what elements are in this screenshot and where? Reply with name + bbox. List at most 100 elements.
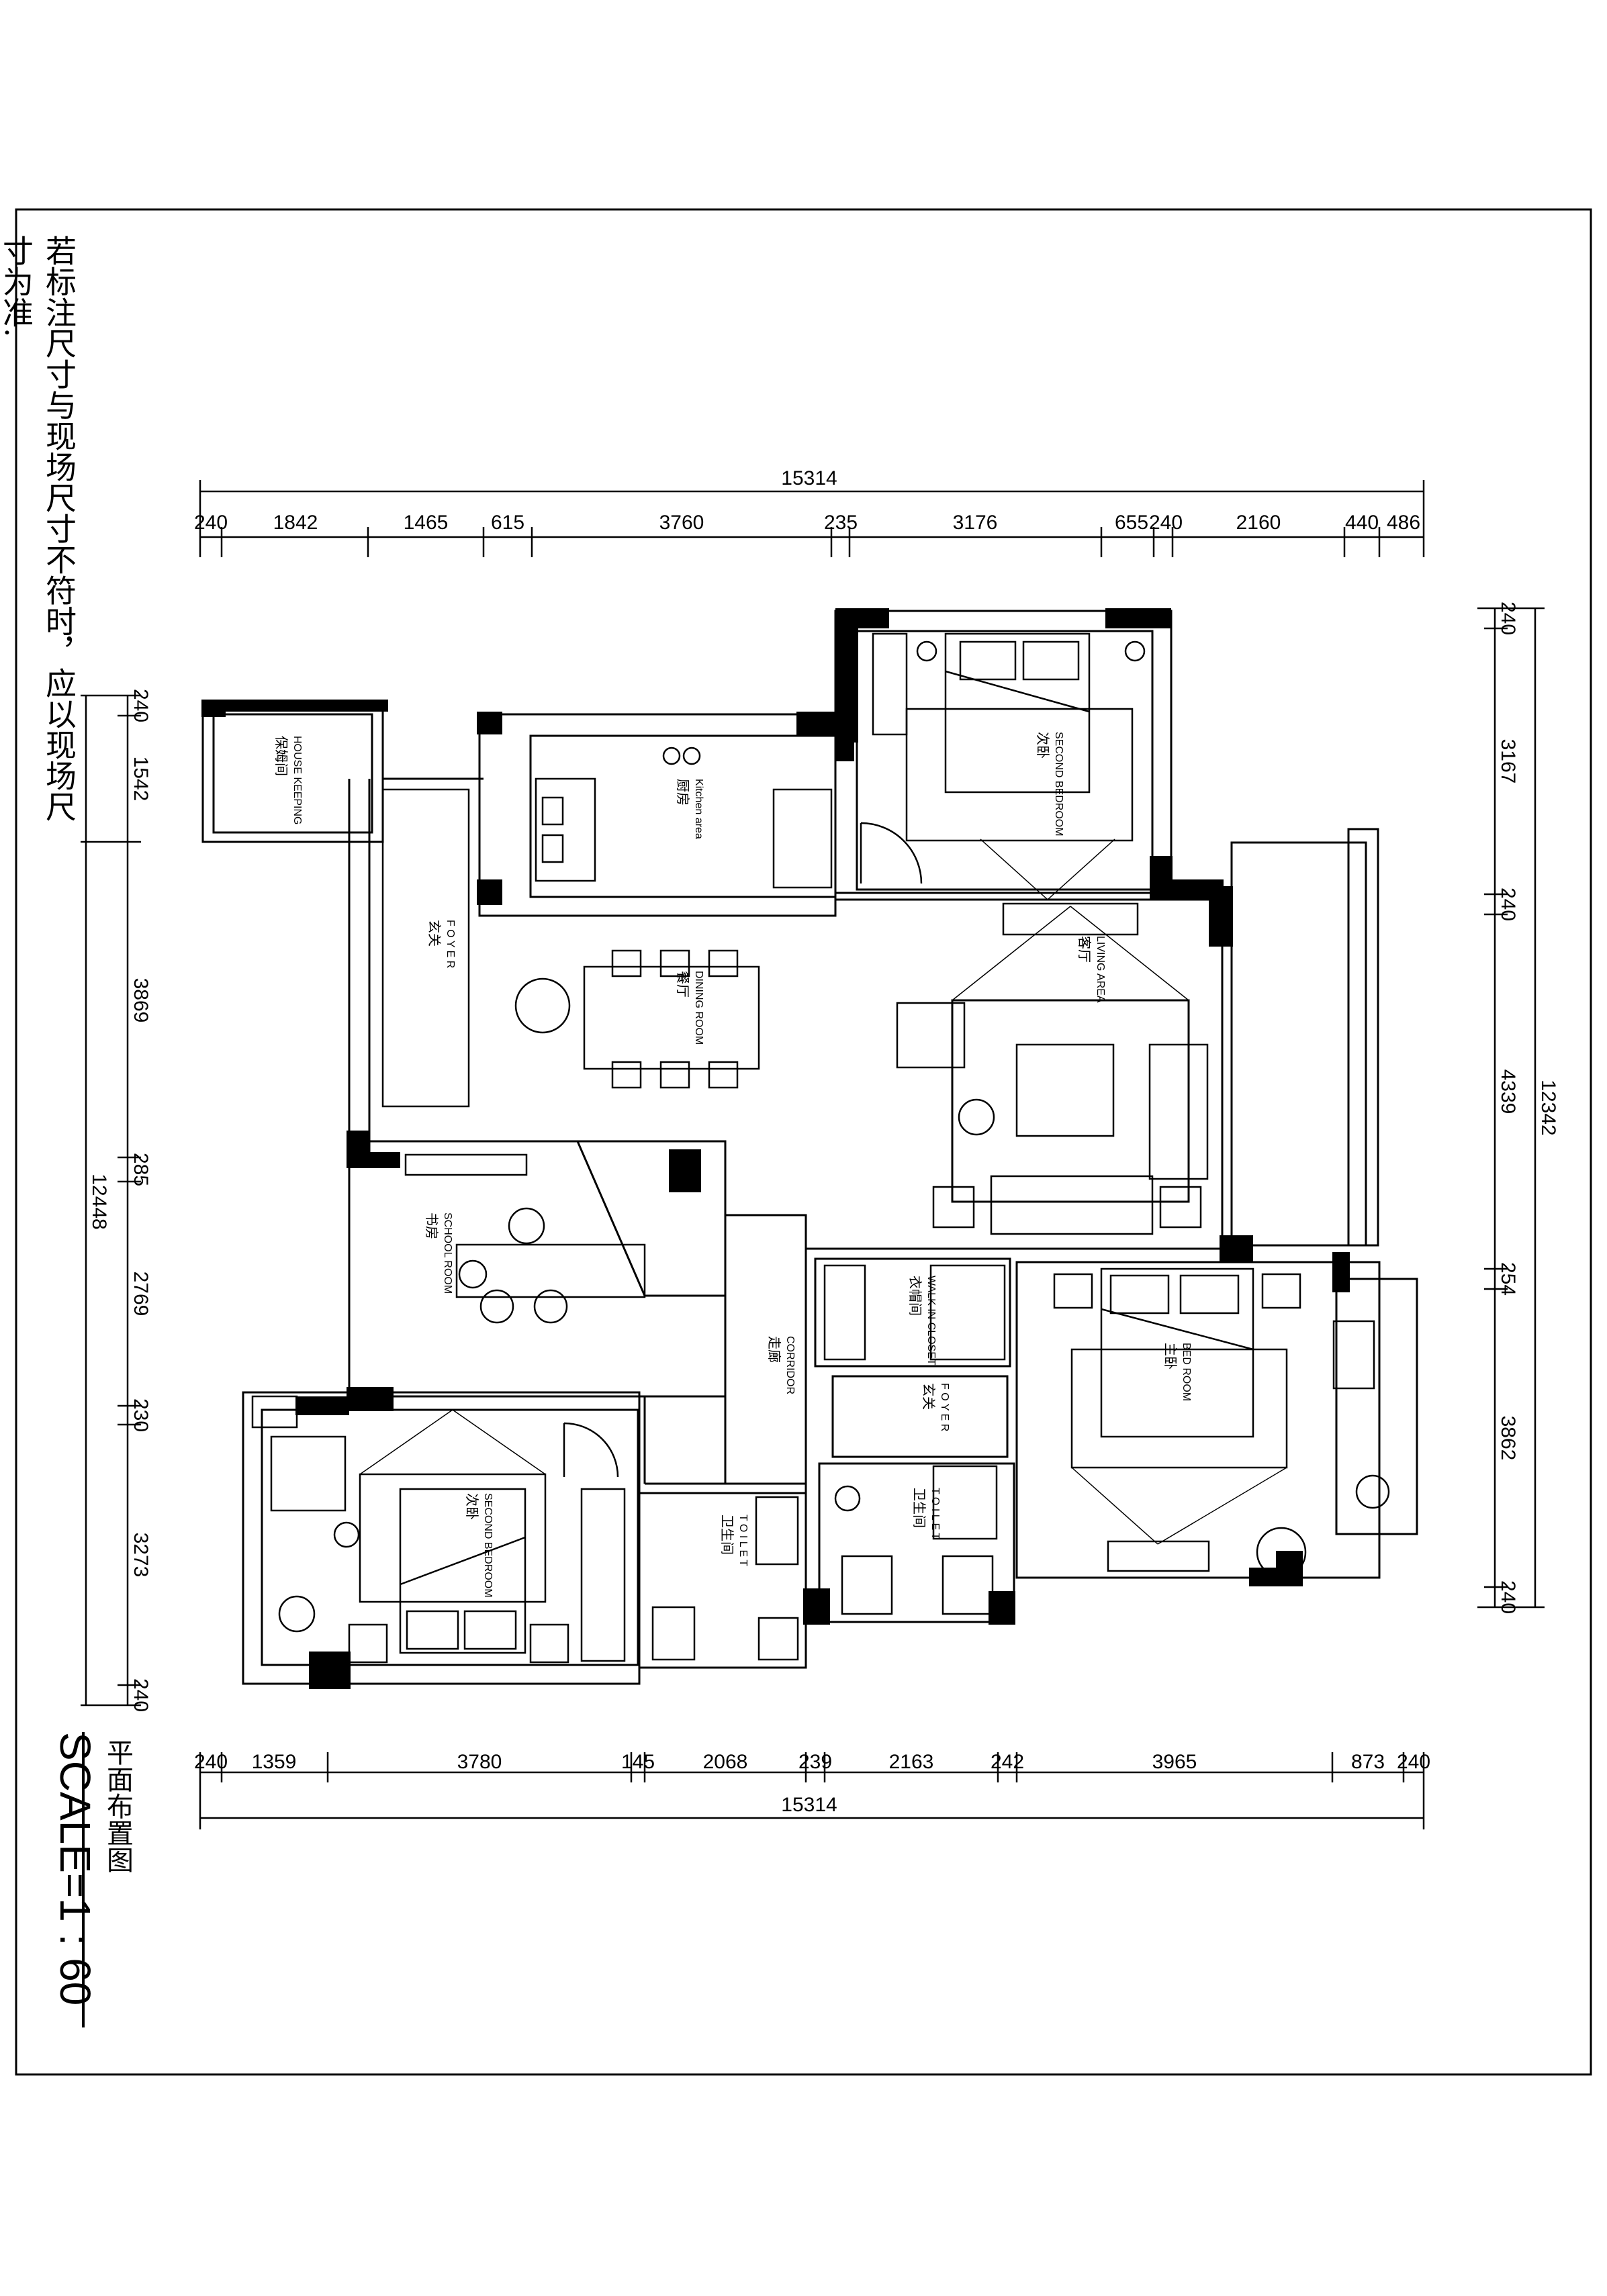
stool-icon <box>458 1259 488 1289</box>
room-school-zh: 书房 <box>424 1212 439 1239</box>
room-foyer-west-en: F O Y E R <box>445 920 456 968</box>
right-dim-5: 254 <box>1497 1262 1519 1296</box>
room-dining: 餐厅 DINING ROOM <box>675 971 704 1045</box>
top-dim-8: 655 <box>1115 512 1148 534</box>
left-dim-6: 230 <box>130 1398 152 1432</box>
bottom-dim-9: 3965 <box>1152 1751 1197 1773</box>
top-dim-4: 615 <box>491 512 524 534</box>
sheet-border <box>15 208 1592 2076</box>
room-second-bedroom-north-zh: 次卧 <box>1035 732 1050 759</box>
furniture <box>251 632 1390 1664</box>
side-table-icon <box>278 1595 316 1633</box>
room-kitchen: 厨房 Kitchen area <box>675 779 704 839</box>
dining-plant-icon <box>514 977 571 1034</box>
bottom-dimension-chain <box>199 1752 1425 1829</box>
title-underline <box>82 1732 85 2027</box>
plant-icon <box>1256 1527 1307 1578</box>
right-dimension-chain <box>1477 607 1545 1609</box>
left-dim-8: 240 <box>130 1678 152 1712</box>
top-dim-7: 3176 <box>953 512 998 534</box>
right-dim-4: 4339 <box>1497 1069 1519 1114</box>
room-foyer-east-zh: 玄关 <box>921 1383 936 1410</box>
sink-icon <box>834 1485 861 1512</box>
room-kitchen-zh: 厨房 <box>675 779 690 806</box>
room-master-bedroom-en: BED ROOM <box>1181 1343 1192 1401</box>
room-foyer-west: 玄关 F O Y E R <box>426 920 456 968</box>
room-corridor-en: CORRIDOR <box>784 1336 796 1394</box>
room-second-bedroom-south-en: SECOND BEDROOM <box>482 1493 494 1598</box>
room-toilet-east-en: T O I L E T <box>929 1488 941 1539</box>
side-table-icon <box>958 1098 995 1136</box>
room-second-bedroom-north: 次卧 SECOND BEDROOM <box>1035 732 1064 836</box>
room-corridor-zh: 走廊 <box>766 1336 782 1363</box>
top-total-dimension: 15314 <box>781 467 837 489</box>
side-table-icon <box>1355 1474 1390 1509</box>
right-dim-7: 240 <box>1497 1580 1519 1614</box>
stove-burner-icon <box>682 747 701 765</box>
left-dimension-chain <box>81 694 141 1707</box>
left-dim-5: 2769 <box>130 1272 152 1317</box>
room-housekeeping: 保姆间 HOUSE KEEPING <box>273 736 303 824</box>
right-segment-labels: 240 3167 240 4339 254 3862 240 <box>1497 602 1519 1614</box>
drawing-title: 平面布置图 <box>102 1739 133 1873</box>
room-corridor: 走廊 CORRIDOR <box>766 1336 796 1394</box>
room-master-bedroom-zh: 主卧 <box>1162 1343 1178 1370</box>
room-second-bedroom-north-en: SECOND BEDROOM <box>1053 732 1064 836</box>
stool-icon <box>508 1207 545 1245</box>
room-foyer-east-en: F O Y E R <box>939 1383 950 1431</box>
top-dim-5: 3760 <box>659 512 704 534</box>
right-dim-3: 240 <box>1497 888 1519 921</box>
room-living: 客厅 LIVING AREA <box>1076 936 1106 1003</box>
room-toilet-west: 卫生间 T O I L E T <box>719 1515 749 1566</box>
room-living-en: LIVING AREA <box>1095 936 1106 1003</box>
top-dim-10: 2160 <box>1236 512 1281 534</box>
left-total-dimension: 12448 <box>88 1174 110 1229</box>
right-total-dimension: 12342 <box>1537 1080 1559 1135</box>
right-dim-2: 3167 <box>1497 739 1519 784</box>
top-dim-6: 235 <box>824 512 858 534</box>
side-table-icon <box>333 1521 360 1548</box>
left-dim-4: 285 <box>130 1153 152 1186</box>
top-dim-3: 1465 <box>404 512 449 534</box>
top-segment-labels: 240 1842 1465 615 3760 235 3176 655 240 … <box>194 512 1420 534</box>
bottom-dim-10: 873 <box>1351 1751 1385 1773</box>
bottom-segment-labels: 240 1359 3780 145 2068 239 2163 242 3965… <box>194 1751 1430 1773</box>
lamp-icon <box>916 640 937 662</box>
room-labels: 保姆间 HOUSE KEEPING 厨房 Kitchen area 次卧 SEC… <box>273 732 1192 1598</box>
room-toilet-west-en: T O I L E T <box>737 1515 749 1566</box>
wall-lines <box>201 610 1418 1685</box>
right-dim-1: 240 <box>1497 602 1519 635</box>
top-dim-11: 440 <box>1345 512 1379 534</box>
top-dim-12: 486 <box>1387 512 1420 534</box>
bottom-dim-6: 239 <box>798 1751 832 1773</box>
top-dim-1: 240 <box>194 512 228 534</box>
stool-icon <box>533 1289 568 1324</box>
room-second-bedroom-south: 次卧 SECOND BEDROOM <box>464 1493 494 1598</box>
drawing-scale: SCALE=1 : 60 <box>51 1732 99 2006</box>
left-dim-2: 1542 <box>130 757 152 802</box>
bottom-dim-8: 242 <box>991 1751 1024 1773</box>
right-dim-6: 3862 <box>1497 1416 1519 1461</box>
room-foyer-west-zh: 玄关 <box>426 920 442 947</box>
room-walk-in-closet-zh: 衣帽间 <box>907 1276 923 1316</box>
bottom-dim-7: 2163 <box>889 1751 934 1773</box>
stove-burner-icon <box>662 747 681 765</box>
room-walk-in-closet: 衣帽间 WALK IN CLOSET <box>907 1276 937 1366</box>
room-housekeeping-en: HOUSE KEEPING <box>291 736 303 824</box>
bottom-dim-2: 1359 <box>252 1751 297 1773</box>
bottom-dim-1: 240 <box>194 1751 228 1773</box>
room-toilet-east: 卫生间 T O I L E T <box>911 1488 941 1539</box>
room-kitchen-en: Kitchen area <box>693 779 704 839</box>
room-housekeeping-zh: 保姆间 <box>273 736 289 776</box>
bottom-dim-3: 3780 <box>457 1751 502 1773</box>
stool-icon <box>479 1289 514 1324</box>
room-dining-zh: 餐厅 <box>675 971 690 998</box>
room-foyer-east: 玄关 F O Y E R <box>921 1383 950 1431</box>
solid-wall-blocks <box>201 608 1350 1689</box>
lamp-icon <box>1124 640 1146 662</box>
bottom-dim-5: 2068 <box>703 1751 748 1773</box>
left-dim-7: 3273 <box>130 1533 152 1578</box>
top-dimension-chain <box>199 480 1425 557</box>
